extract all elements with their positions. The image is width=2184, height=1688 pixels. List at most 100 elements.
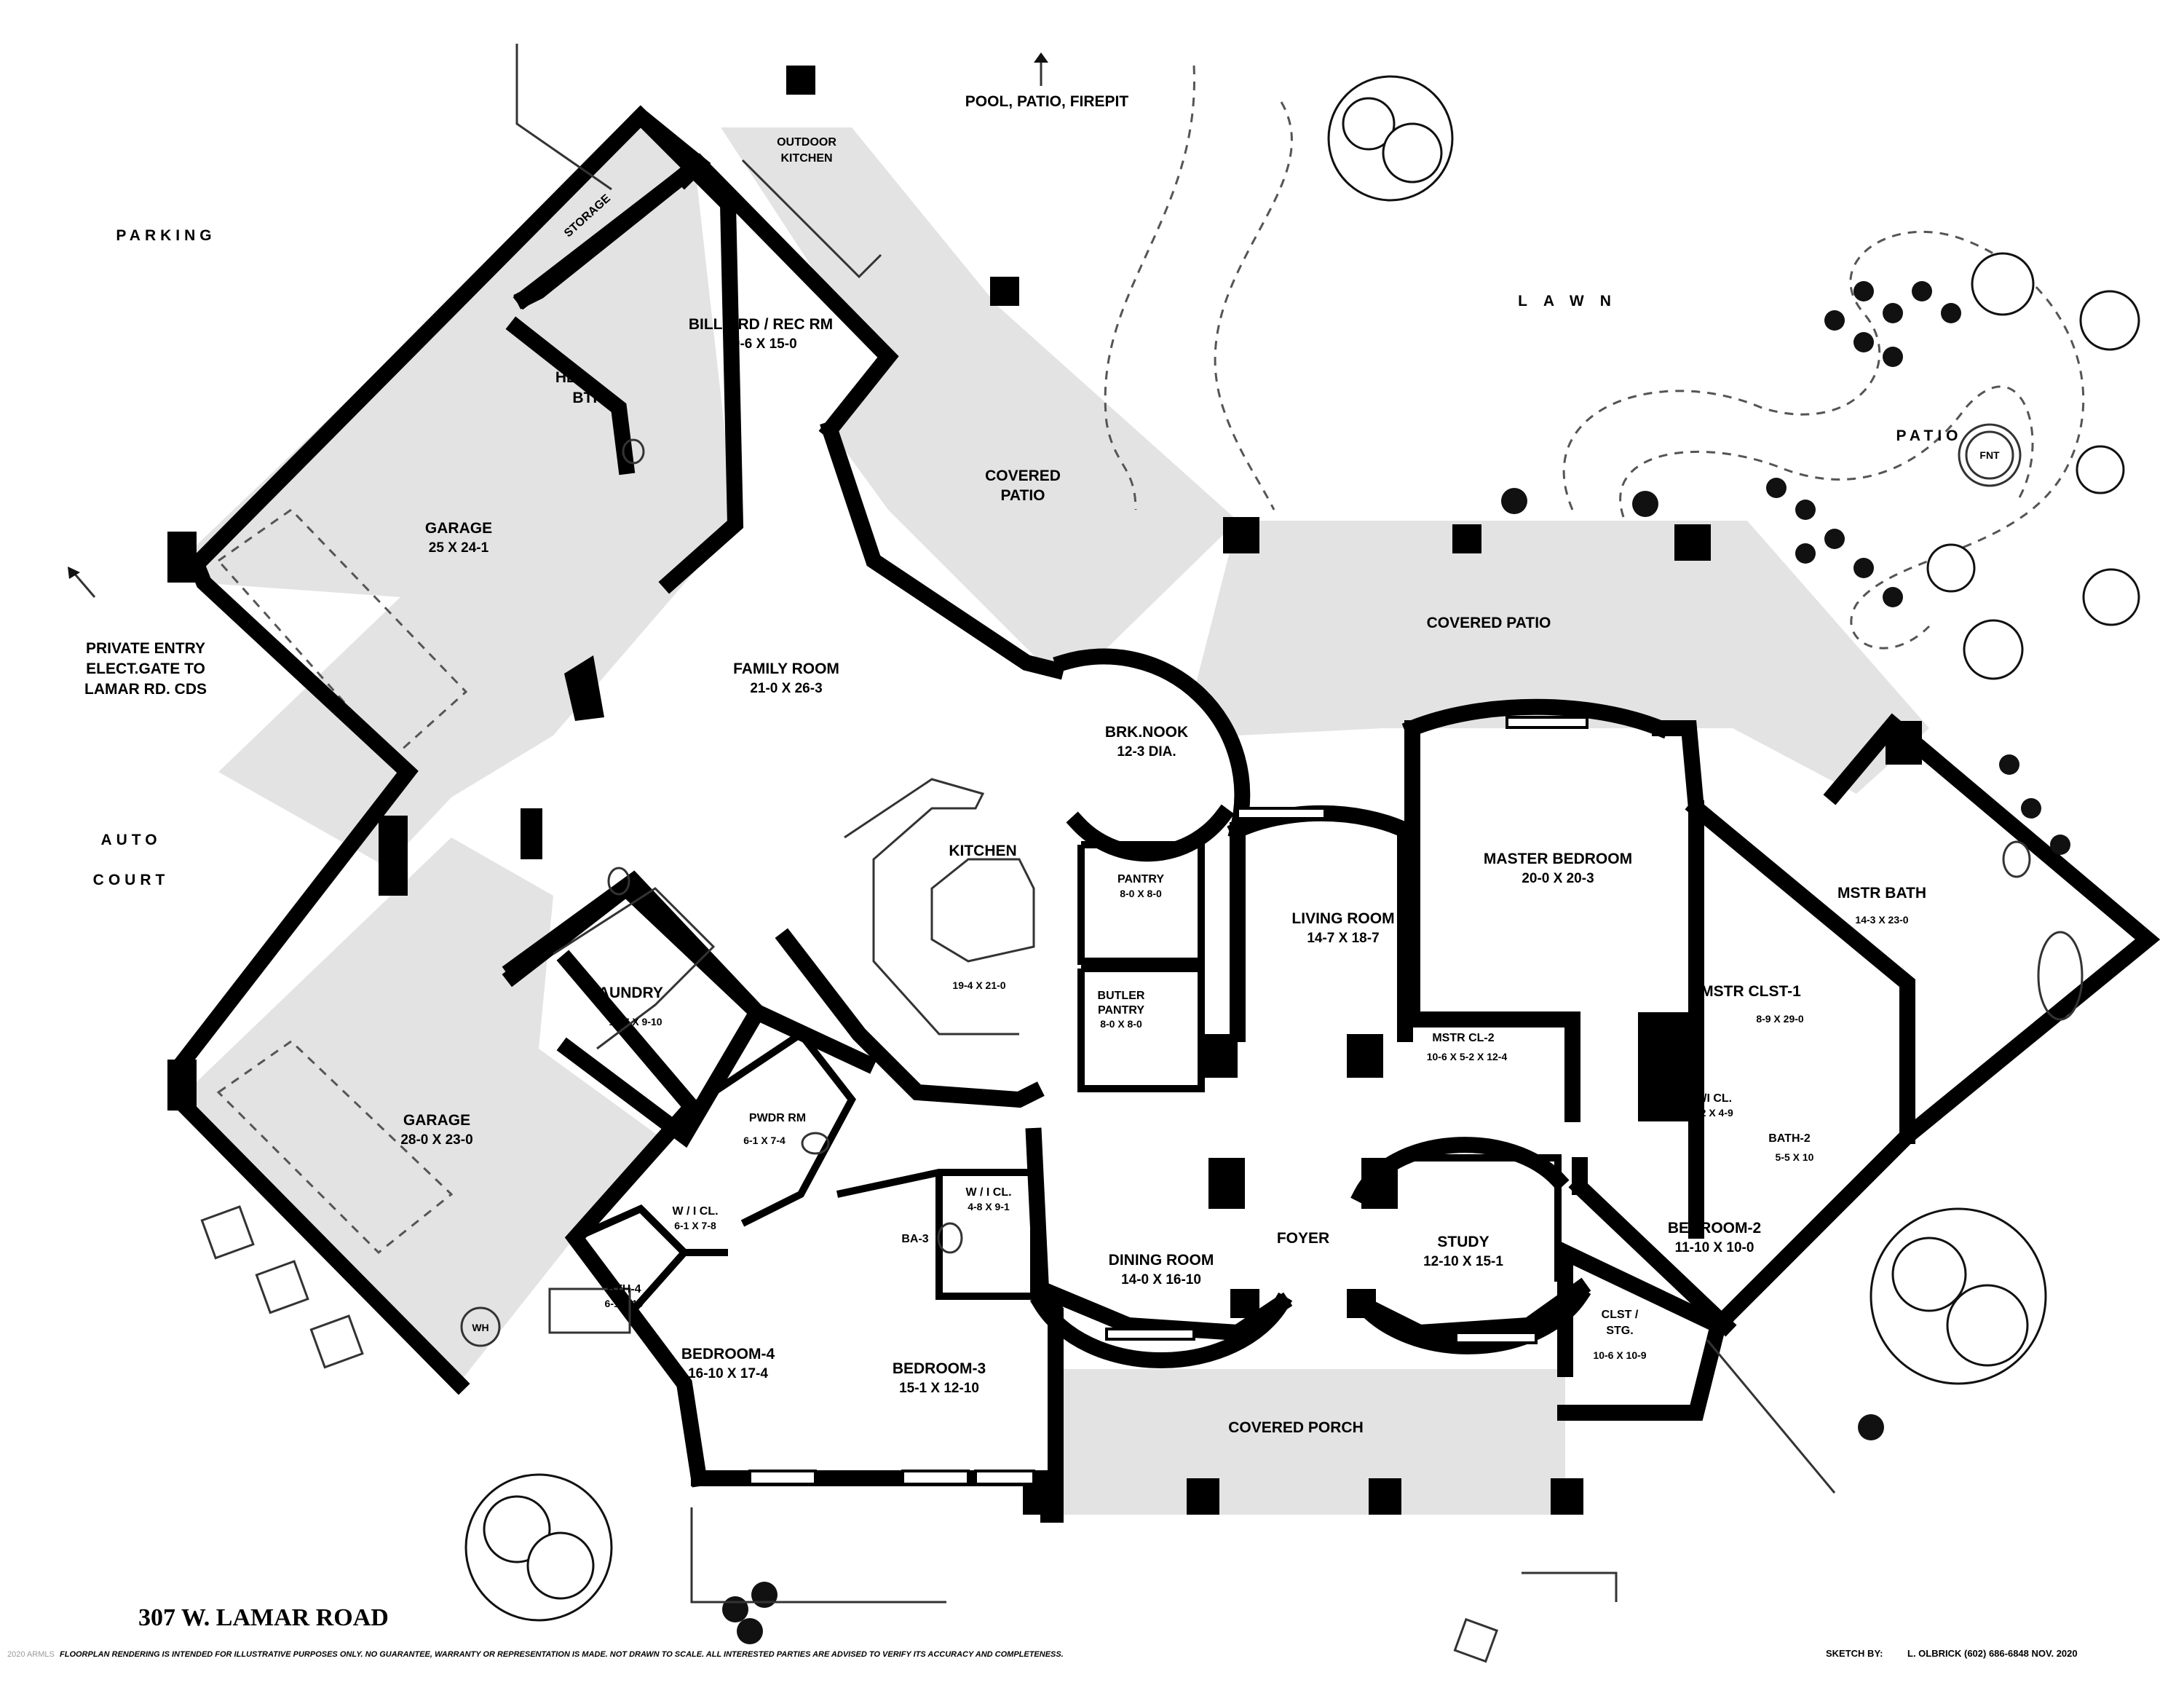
lawn-label: LAWN [1518, 293, 1627, 309]
tree-south [464, 1473, 613, 1622]
closet-storage-dim: 10-6 X 10-9 [1593, 1349, 1646, 1361]
bedroom-2-label: BEDROOM-2 [1668, 1220, 1761, 1237]
family-room-label: FAMILY ROOM [733, 660, 839, 677]
covered-patio-1-label-2: PATIO [1000, 487, 1045, 504]
sketch-credit-value: L. OLBRICK (602) 686-6848 NOV. 2020 [1907, 1648, 2078, 1659]
garage-1-dim: 25 X 24-1 [429, 540, 489, 556]
bedroom-3-dim: 15-1 X 12-10 [899, 1381, 979, 1396]
pantry-wall [1077, 841, 1205, 965]
flower-plants [1926, 252, 2140, 680]
fixtures [460, 159, 2084, 1347]
bath-4-label: BTH-4 [606, 1283, 641, 1295]
dining-room-bay [1029, 1292, 1293, 1369]
wic-2-label: W/I CL. [1693, 1092, 1732, 1105]
bedroom-4-label: BEDROOM-4 [681, 1346, 775, 1362]
study-dim: 12-10 X 15-1 [1423, 1254, 1503, 1269]
elect-gate-label: ELECT.GATE TO [86, 660, 205, 677]
bath-2-dim: 5-5 X 10 [1776, 1151, 1814, 1163]
master-closet-2-label: MSTR CL-2 [1432, 1032, 1494, 1044]
water-heater-fixture [460, 1306, 501, 1347]
master-closet-1-dim: 8-9 X 29-0 [1756, 1013, 1804, 1025]
breakfast-nook-dim: 12-3 DIA. [1117, 744, 1176, 760]
garage-2-floor [186, 837, 659, 1384]
kitchen-label: KITCHEN [949, 843, 1016, 859]
master-closet-2-dim: 10-6 X 5-2 X 12-4 [1427, 1051, 1508, 1062]
landscaping [200, 44, 2140, 1663]
pavers [200, 1205, 1499, 1663]
kitchen-island [930, 858, 1035, 963]
laundry-dim: 14-7 X 9-10 [609, 1016, 662, 1028]
room-labels: BILLIARD / REC RM 20-6 X 15-0 HLF. BTH S… [400, 136, 2000, 1436]
outdoor-kitchen-label: OUTDOOR [777, 136, 836, 149]
lamar-rd-label: LAMAR RD. CDS [84, 681, 207, 698]
breakfast-nook-label: BRK.NOOK [1105, 724, 1188, 741]
private-entry-label: PRIVATE ENTRY [86, 640, 205, 657]
fountain-fixture [1965, 430, 2014, 480]
site-labels: PARKING AUTO COURT LAWN PATIO POOL, PATI… [84, 93, 1962, 888]
footer: 307 W. LAMAR ROAD 2020 ARMLS FLOORPLAN R… [7, 1604, 2078, 1659]
bedroom-2-dim: 11-10 X 10-0 [1675, 1240, 1754, 1255]
laundry-label: LAUNDRY [589, 985, 663, 1001]
bath-4-dim: 6-1 X 10 [605, 1298, 644, 1309]
pantry-dim: 8-0 X 8-0 [1120, 888, 1162, 899]
billiard-dim: 20-6 X 15-0 [724, 336, 796, 352]
bath-3-label: BA-3 [901, 1233, 928, 1245]
butler-pantry-dim: 8-0 X 8-0 [1100, 1018, 1142, 1030]
half-bath-label-2: BTH [572, 390, 604, 406]
half-bath-label: HLF. [555, 369, 587, 386]
study-label: STUDY [1437, 1234, 1489, 1250]
master-closet-1-label: MSTR CLST-1 [1701, 983, 1801, 1000]
address-title: 307 W. LAMAR ROAD [138, 1604, 389, 1631]
auto-label: AUTO [100, 832, 161, 848]
laundry-wall [502, 877, 767, 1148]
foyer-label: FOYER [1277, 1230, 1329, 1247]
bedroom-3-label: BEDROOM-3 [893, 1360, 986, 1377]
garage-bays [216, 508, 468, 1255]
bedroom-4-dim: 16-10 X 17-4 [688, 1366, 768, 1381]
billiard-label: BILLIARD / REC RM [689, 316, 833, 333]
tree-east [1870, 1207, 2047, 1385]
wic-4-dim: 6-1 X 7-8 [674, 1220, 716, 1231]
entry-arrow-icon [68, 567, 80, 579]
master-bath-dim: 14-3 X 23-0 [1855, 914, 1908, 926]
covered-areas [186, 120, 1929, 1515]
dining-room-dim: 14-0 X 16-10 [1121, 1272, 1201, 1287]
bath-2-label: BATH-2 [1768, 1132, 1811, 1145]
dining-room-label: DINING ROOM [1109, 1252, 1214, 1269]
sketch-credit-label: SKETCH BY: [1826, 1648, 1883, 1659]
garage-1-label: GARAGE [425, 520, 492, 537]
patio-path [1562, 230, 2085, 650]
east-wing-wall [1706, 713, 2161, 1337]
breakfast-nook-bay [1053, 648, 1251, 840]
covered-patio-1-floor [721, 127, 1238, 670]
garage-2-label: GARAGE [403, 1112, 470, 1129]
kitchen-diagonal-wall [820, 419, 1066, 680]
closet-storage-label-2: STG. [1606, 1325, 1633, 1337]
windows [748, 716, 1588, 1486]
master-bath-label: MSTR BATH [1837, 885, 1926, 902]
parking-label: PARKING [116, 227, 215, 244]
court-label: COURT [93, 872, 170, 888]
master-bedroom-label: MASTER BEDROOM [1484, 851, 1632, 867]
fireplace-label: FP [582, 694, 598, 706]
covered-patio-2-floor [1194, 521, 1929, 794]
study-bay [1350, 1285, 1591, 1354]
billiard-wall [513, 153, 899, 441]
garage-1-floor [188, 120, 735, 867]
water-heater-label: WH [472, 1322, 488, 1333]
fence [690, 1507, 946, 1604]
garage-2-dim: 28-0 X 23-0 [400, 1132, 472, 1148]
patio-label: PATIO [1896, 427, 1962, 444]
pantry-label: PANTRY [1117, 873, 1164, 886]
covered-patio-2-label: COVERED PATIO [1427, 615, 1551, 631]
lawn-path [1104, 65, 1195, 510]
living-room-label: LIVING ROOM [1291, 910, 1394, 927]
covered-porch-label: COVERED PORCH [1228, 1419, 1364, 1436]
watermark: 2020 ARMLS [7, 1650, 55, 1659]
family-room-dim: 21-0 X 26-3 [750, 681, 822, 696]
pool-patio-firepit-label: POOL, PATIO, FIREPIT [965, 93, 1129, 110]
fountain-label: FNT [1979, 449, 2000, 461]
master-bedroom-dim: 20-0 X 20-3 [1522, 871, 1594, 886]
living-room-dim: 14-7 X 18-7 [1307, 931, 1379, 946]
